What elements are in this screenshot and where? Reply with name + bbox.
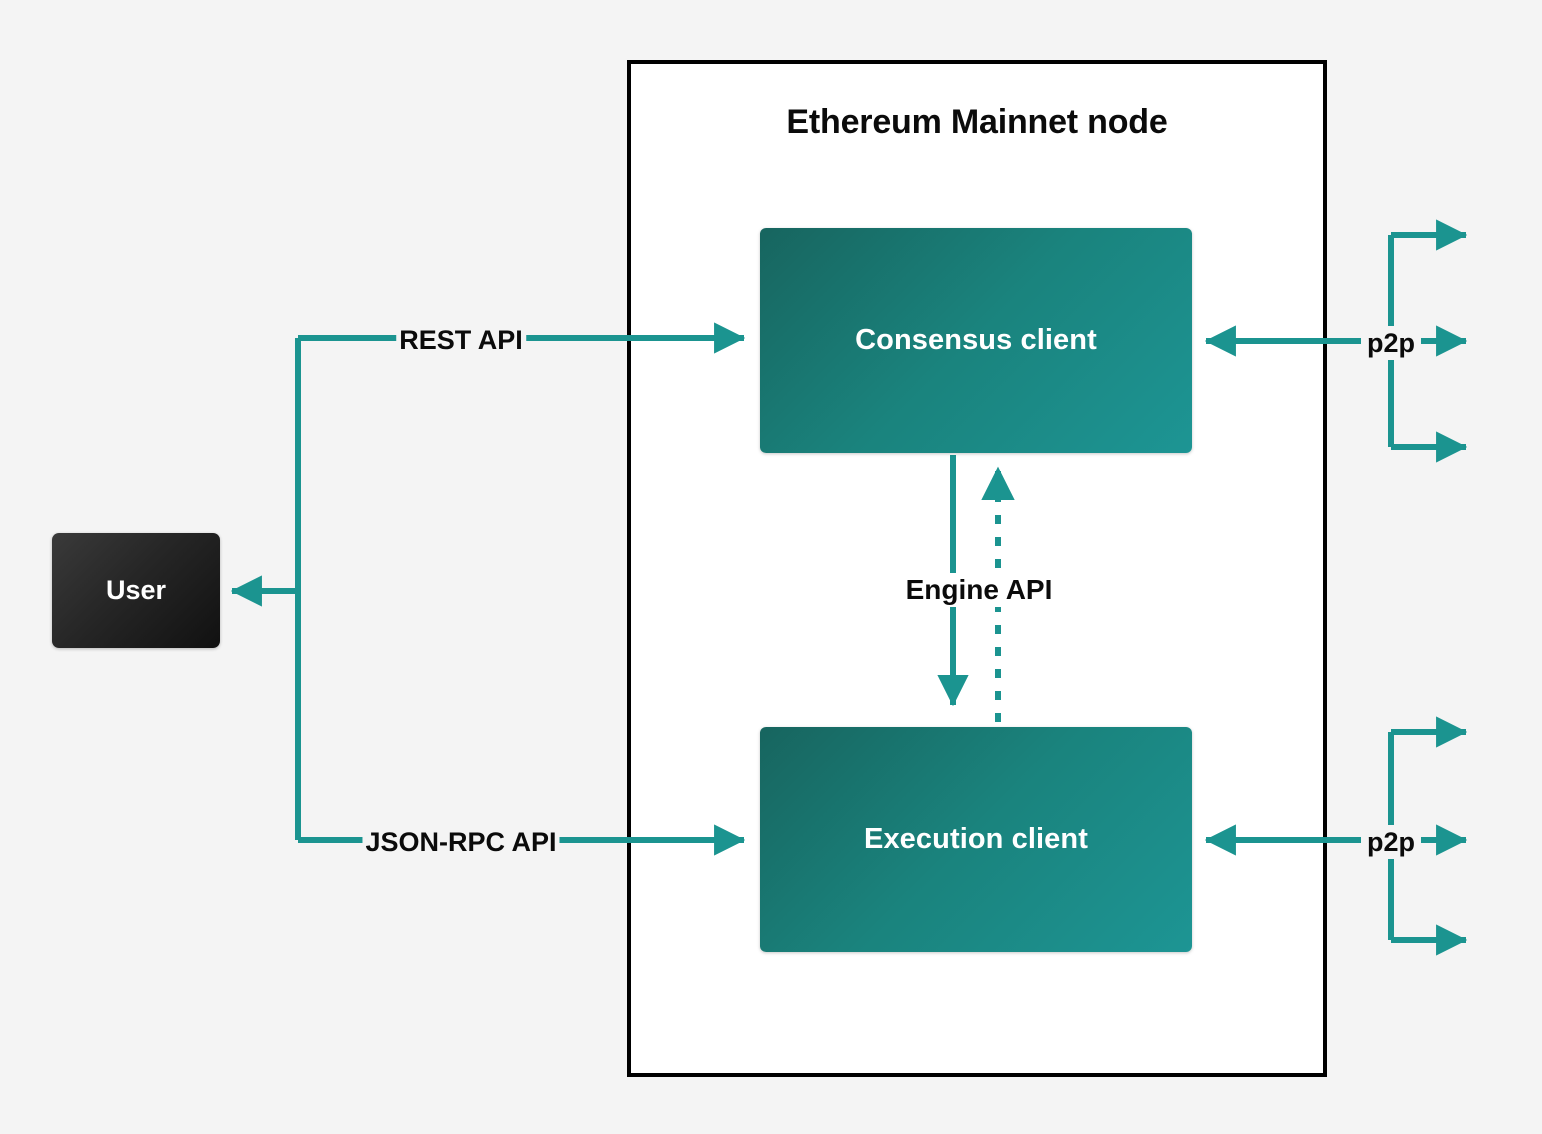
user-label: User: [105, 575, 167, 605]
edge-label-rest-api: REST API: [396, 323, 526, 357]
edge-label-p2p-bottom: p2p: [1360, 825, 1422, 859]
execution-client-node[interactable]: Execution client: [760, 727, 1192, 952]
edge-label-p2p-top: p2p: [1360, 326, 1422, 360]
edge-label-json-rpc-api: JSON-RPC API: [362, 825, 560, 859]
consensus-client-label: Consensus client: [855, 324, 1097, 356]
edge-label-engine-api: Engine API: [900, 573, 1058, 607]
execution-client-label: Execution client: [864, 823, 1088, 855]
node-title: Ethereum Mainnet node: [786, 103, 1168, 141]
user-node[interactable]: User: [52, 533, 220, 648]
consensus-client-node[interactable]: Consensus client: [760, 228, 1192, 453]
